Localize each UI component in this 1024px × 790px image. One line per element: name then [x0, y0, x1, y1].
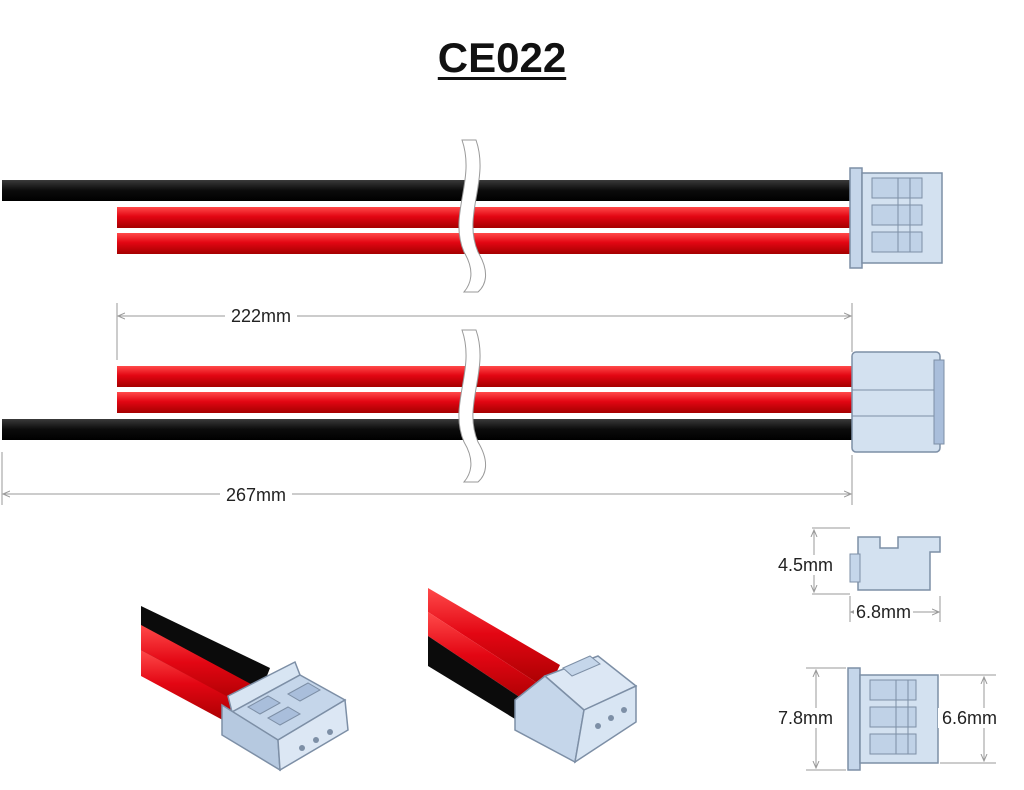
top-cable	[2, 139, 943, 293]
dimension-label-6-6mm: 6.6mm	[938, 708, 1002, 728]
isometric-connector-plug	[141, 606, 349, 772]
dimension-label-267mm: 267mm	[220, 485, 293, 505]
connector-front-detail	[806, 667, 996, 771]
diagram-title: CE022	[437, 34, 567, 81]
connector-profile-detail	[812, 527, 941, 622]
red-wire	[117, 207, 858, 228]
bottom-cable	[2, 329, 945, 483]
black-wire	[2, 419, 858, 440]
connector-top-view	[849, 167, 943, 269]
break-mark	[458, 329, 486, 483]
red-wire	[117, 366, 858, 387]
red-wire	[117, 392, 858, 413]
dimension-label-222mm: 222mm	[225, 306, 298, 326]
black-wire	[2, 180, 858, 201]
break-mark	[458, 139, 486, 293]
connector-side-view	[851, 351, 945, 453]
dimension-267mm	[1, 452, 853, 505]
red-wire	[117, 233, 858, 254]
dimension-label-6-8mm: 6.8mm	[854, 602, 914, 622]
dimension-label-7-8mm: 7.8mm	[774, 708, 838, 728]
dimension-label-4-5mm: 4.5mm	[772, 555, 840, 575]
isometric-connector-socket	[428, 588, 638, 764]
